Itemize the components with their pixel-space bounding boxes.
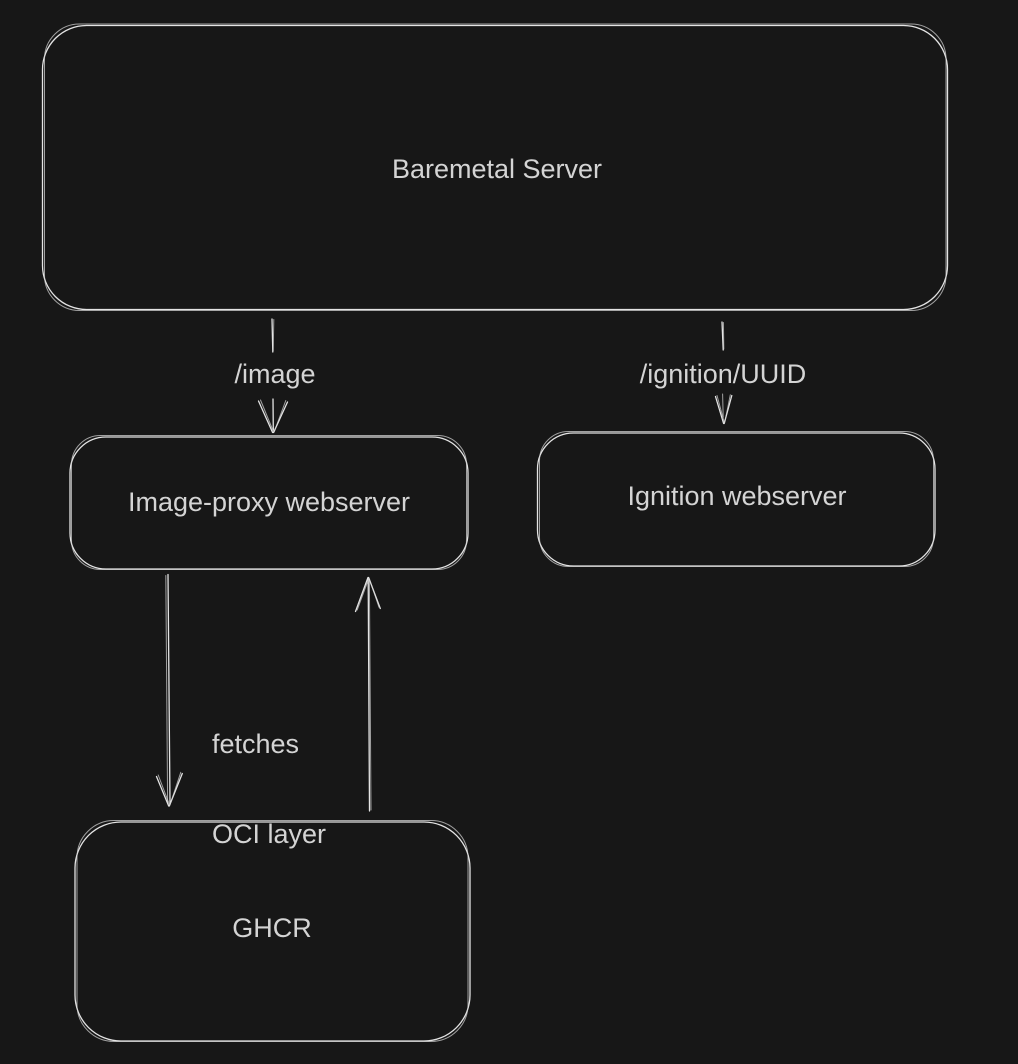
edge-image-label: /image — [234, 359, 316, 389]
image-proxy-webserver-box — [69, 435, 469, 570]
edge-fetch-up-arrow — [354, 576, 381, 812]
ghcr-label: GHCR — [232, 913, 312, 943]
baremetal-server-label: Baremetal Server — [391, 154, 603, 184]
edge-image-arrow — [257, 318, 289, 434]
edge-ignition-arrow — [714, 321, 733, 425]
edge-fetch-label-line1: fetches — [212, 729, 300, 759]
edge-fetch-label-line2: OCI layer — [212, 819, 327, 849]
image-proxy-webserver-label: Image-proxy webserver — [127, 487, 411, 517]
edge-ignition-label: /ignition/UUID — [639, 359, 807, 389]
baremetal-server-box — [41, 23, 949, 311]
ghcr-box — [74, 820, 471, 1042]
ignition-webserver-label: Ignition webserver — [627, 481, 847, 511]
ignition-webserver-box — [536, 431, 936, 567]
edge-fetch-label: fetches OCI layer — [212, 669, 326, 909]
edge-fetch-down-arrow — [155, 573, 183, 807]
